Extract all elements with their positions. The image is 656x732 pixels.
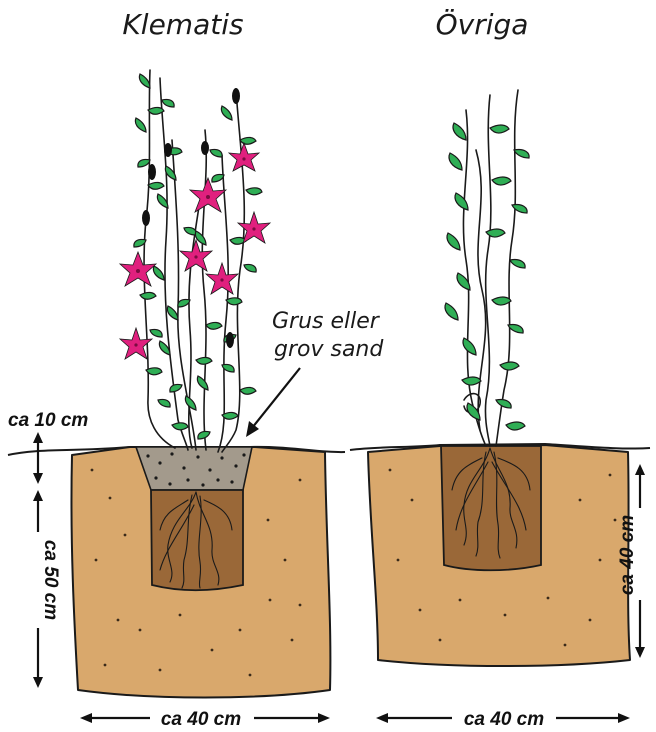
left-width-arrowhead-left xyxy=(80,713,92,723)
ovriga-stems xyxy=(463,90,518,446)
ovriga-pit xyxy=(368,445,630,666)
top-depth-arrowhead-up xyxy=(33,432,43,443)
annotation-line-1: Grus eller xyxy=(272,309,381,334)
gravel-layer xyxy=(136,447,252,490)
top-depth-arrowhead-down xyxy=(33,473,43,484)
klematis-flowers xyxy=(120,143,270,359)
title-klematis: Klematis xyxy=(122,8,243,41)
measure-left-depth: ca 50 cm xyxy=(40,540,61,620)
klematis-plant xyxy=(120,70,270,452)
annotation-arrow xyxy=(252,368,300,428)
right-width-arrowhead-left xyxy=(376,713,388,723)
measure-top-depth: ca 10 cm xyxy=(8,410,88,431)
measure-right-depth: ca 40 cm xyxy=(617,515,638,595)
measure-left-width: ca 40 cm xyxy=(161,709,241,730)
ovriga-leaves xyxy=(445,123,529,430)
left-depth-arrowhead-up xyxy=(33,490,43,501)
annotation-line-2: grov sand xyxy=(274,337,384,362)
left-depth-arrowhead-down xyxy=(33,677,43,688)
flower-2 xyxy=(229,143,259,171)
right-width-arrowhead-right xyxy=(618,713,630,723)
right-depth-arrowhead-up xyxy=(635,464,645,475)
title-ovriga: Övriga xyxy=(436,7,529,41)
klematis-pit xyxy=(71,447,330,698)
ovriga-plant xyxy=(445,90,529,446)
left-width-arrowhead-right xyxy=(318,713,330,723)
gravel-annotation: Grus eller grov sand xyxy=(246,309,384,437)
right-depth-arrowhead-down xyxy=(635,647,645,658)
left-root-ball xyxy=(151,490,243,590)
measure-right-width: ca 40 cm xyxy=(464,709,544,730)
right-root-ball xyxy=(441,446,541,570)
